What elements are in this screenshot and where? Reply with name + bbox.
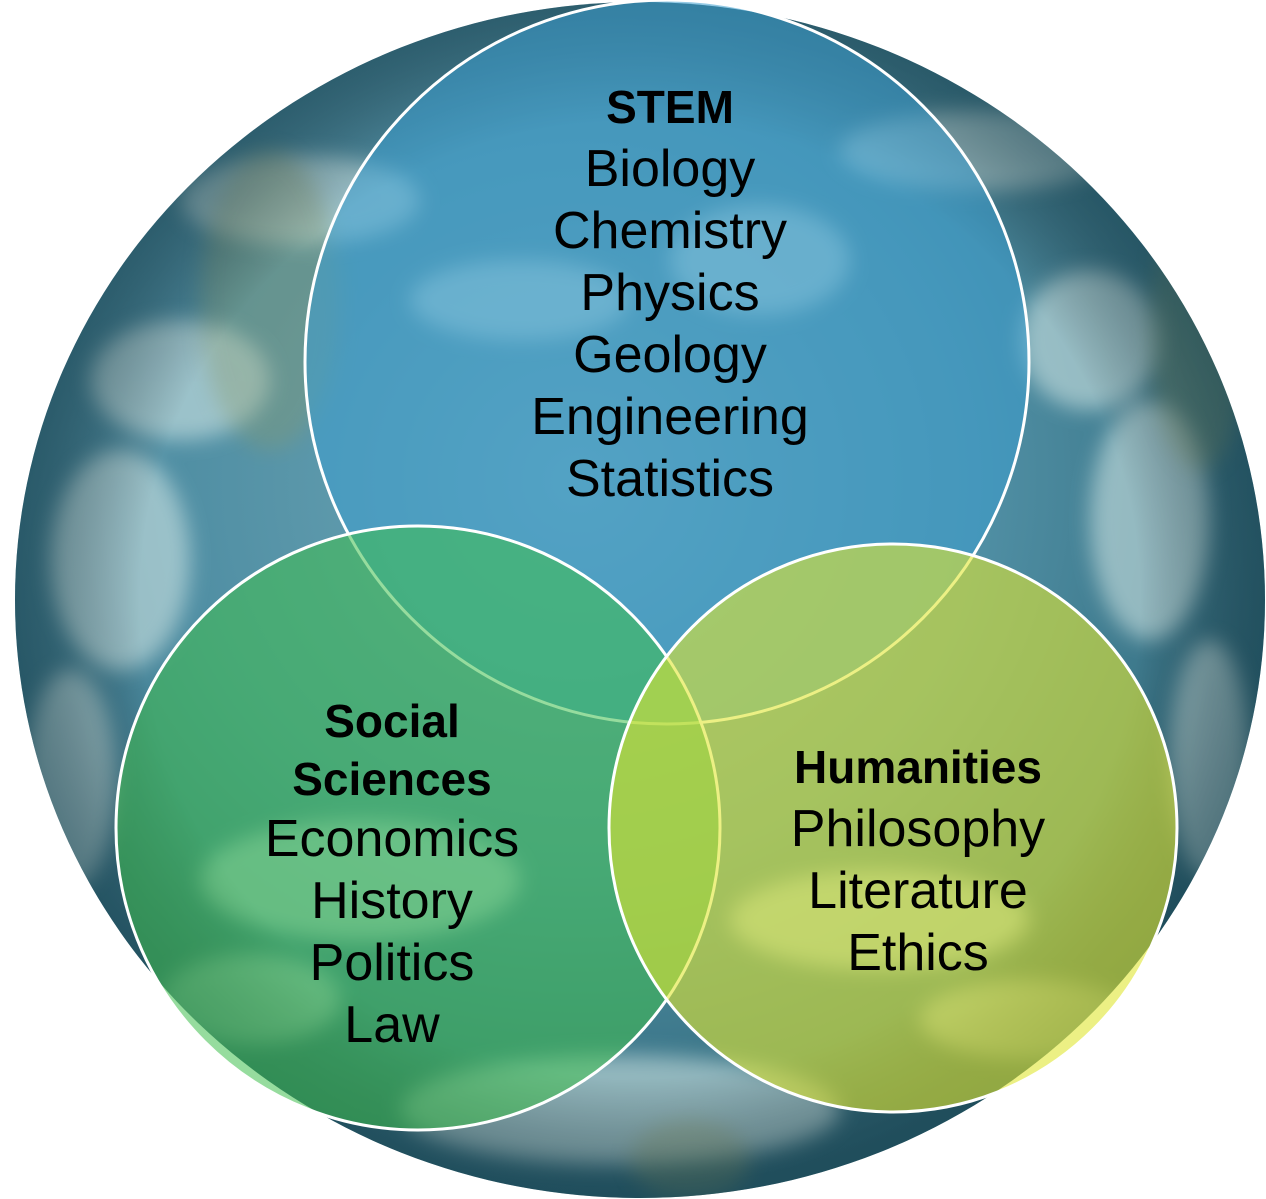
social-item-economics: Economics xyxy=(264,810,520,868)
stem-heading: STEM xyxy=(606,81,734,133)
humanities-heading: Humanities xyxy=(794,741,1042,793)
stem-item-physics: Physics xyxy=(580,264,760,322)
stem-label-group: STEM Biology Chemistry Physics Geology E… xyxy=(470,76,870,510)
humanities-item-ethics: Ethics xyxy=(847,924,989,982)
social-heading-line-2: Sciences xyxy=(292,753,492,805)
humanities-label-group: Humanities Philosophy Literature Ethics xyxy=(718,736,1118,984)
stem-item-biology: Biology xyxy=(584,140,756,198)
social-sciences-label-group: Social Sciences Economics History Politi… xyxy=(192,692,592,1056)
stem-item-chemistry: Chemistry xyxy=(552,202,788,260)
social-heading-line-1: Social xyxy=(324,695,460,747)
stem-item-geology: Geology xyxy=(573,326,767,384)
social-item-history: History xyxy=(311,872,473,930)
humanities-item-philosophy: Philosophy xyxy=(790,800,1046,858)
humanities-item-literature: Literature xyxy=(808,862,1028,920)
social-item-politics: Politics xyxy=(309,934,475,992)
stem-item-engineering: Engineering xyxy=(531,388,809,446)
social-item-law: Law xyxy=(344,996,440,1054)
stem-item-statistics: Statistics xyxy=(565,450,775,508)
humanities-circle xyxy=(607,542,1179,1114)
